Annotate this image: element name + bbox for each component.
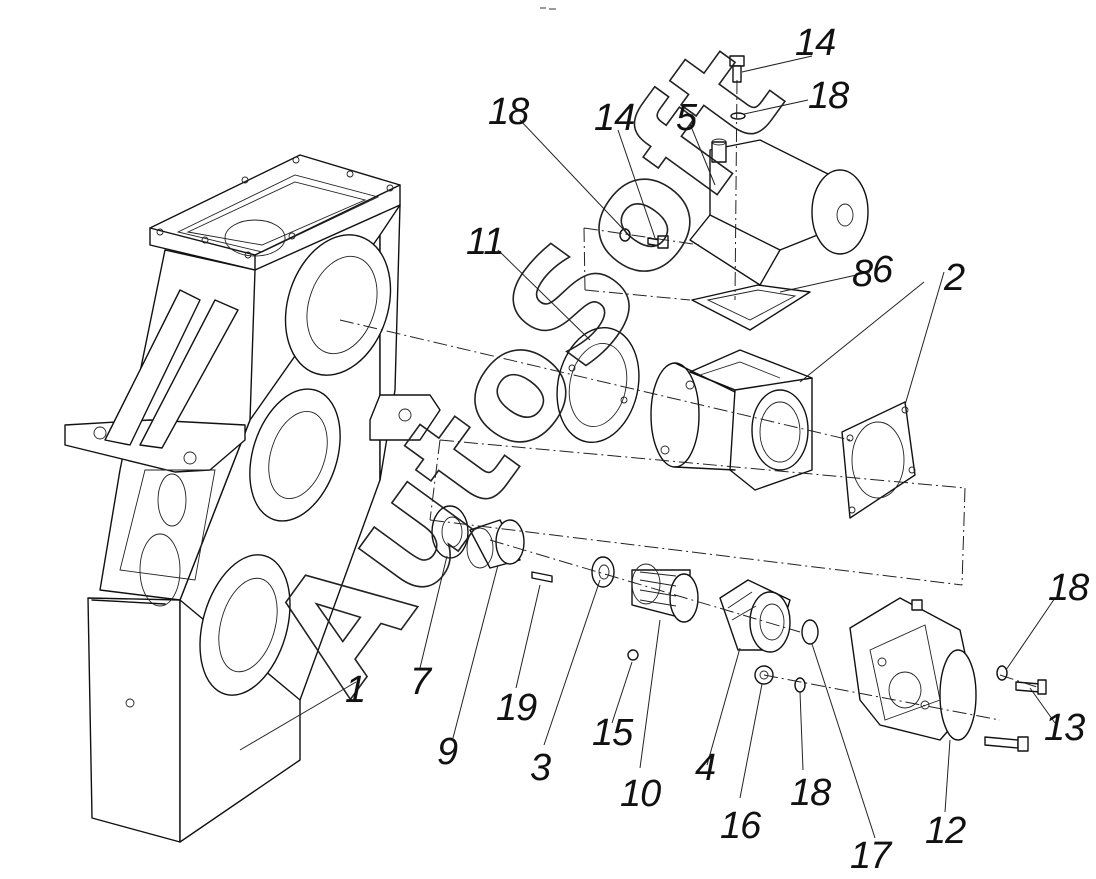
- assembly-axes: [339, 79, 1041, 721]
- callout-18-top: 18: [808, 75, 849, 117]
- part-11-flange-gasket: [556, 326, 640, 444]
- part-8-gasket: [841, 401, 916, 519]
- part-3-nut: [591, 556, 615, 588]
- housing-part-1: [64, 154, 441, 843]
- callout-18-left: 18: [488, 91, 529, 133]
- part-2-adapter-housing: [650, 349, 813, 491]
- housing-bore-middle: [249, 388, 341, 522]
- callout-13: 13: [1044, 707, 1085, 749]
- part-7-seal-ring: [431, 505, 469, 559]
- callout-16: 16: [720, 805, 762, 847]
- callout-4: 4: [695, 747, 715, 789]
- part-15-ball: [627, 649, 639, 661]
- callout-12: 12: [925, 810, 966, 852]
- housing-bore-lower: [199, 554, 291, 696]
- callout-9: 9: [437, 731, 458, 773]
- top-mark: [540, 7, 556, 10]
- callout-10: 10: [620, 773, 661, 815]
- part-12-pump: [849, 597, 977, 741]
- housing-bore-upper: [284, 234, 392, 376]
- part-4-coupling: [719, 579, 791, 653]
- callout-18-bottom: 18: [790, 772, 831, 814]
- part-18-washer-left: [619, 228, 631, 242]
- part-18-washer-top: [730, 112, 746, 120]
- part-5-top-unit: [689, 138, 869, 286]
- part-19-pin: [531, 571, 553, 583]
- part-18-washer-right: [996, 665, 1008, 681]
- part-13-bolts: [984, 679, 1047, 752]
- callout-2: 2: [943, 257, 965, 299]
- callout-11: 11: [466, 221, 503, 263]
- callout-7: 7: [410, 661, 433, 703]
- callout-3: 3: [530, 747, 551, 789]
- part-10-splined-sleeve: [631, 563, 699, 623]
- callout-14-top: 14: [795, 22, 835, 64]
- top-bolt-holes: [156, 156, 394, 259]
- callout-labels: 1 2 3 4 5 6 7 8 9 10 11 12 13 14 14 15 1…: [345, 22, 1090, 877]
- part-17-ring: [801, 619, 819, 645]
- part-18-washer-lower: [794, 677, 806, 693]
- callout-19: 19: [496, 687, 537, 729]
- callout-8: 8: [852, 253, 873, 295]
- part-14-bolt-left: [647, 235, 669, 249]
- callout-17: 17: [850, 835, 893, 877]
- callout-5: 5: [676, 97, 698, 139]
- callout-6: 6: [872, 249, 894, 291]
- callout-15: 15: [592, 712, 634, 754]
- callout-1: 1: [345, 669, 365, 711]
- part-14-bolt-top: [729, 55, 745, 83]
- callout-14-left: 14: [594, 97, 634, 139]
- leader-lines: [239, 55, 1056, 839]
- callout-18-right: 18: [1048, 567, 1089, 609]
- part-6-gasket: [691, 284, 811, 331]
